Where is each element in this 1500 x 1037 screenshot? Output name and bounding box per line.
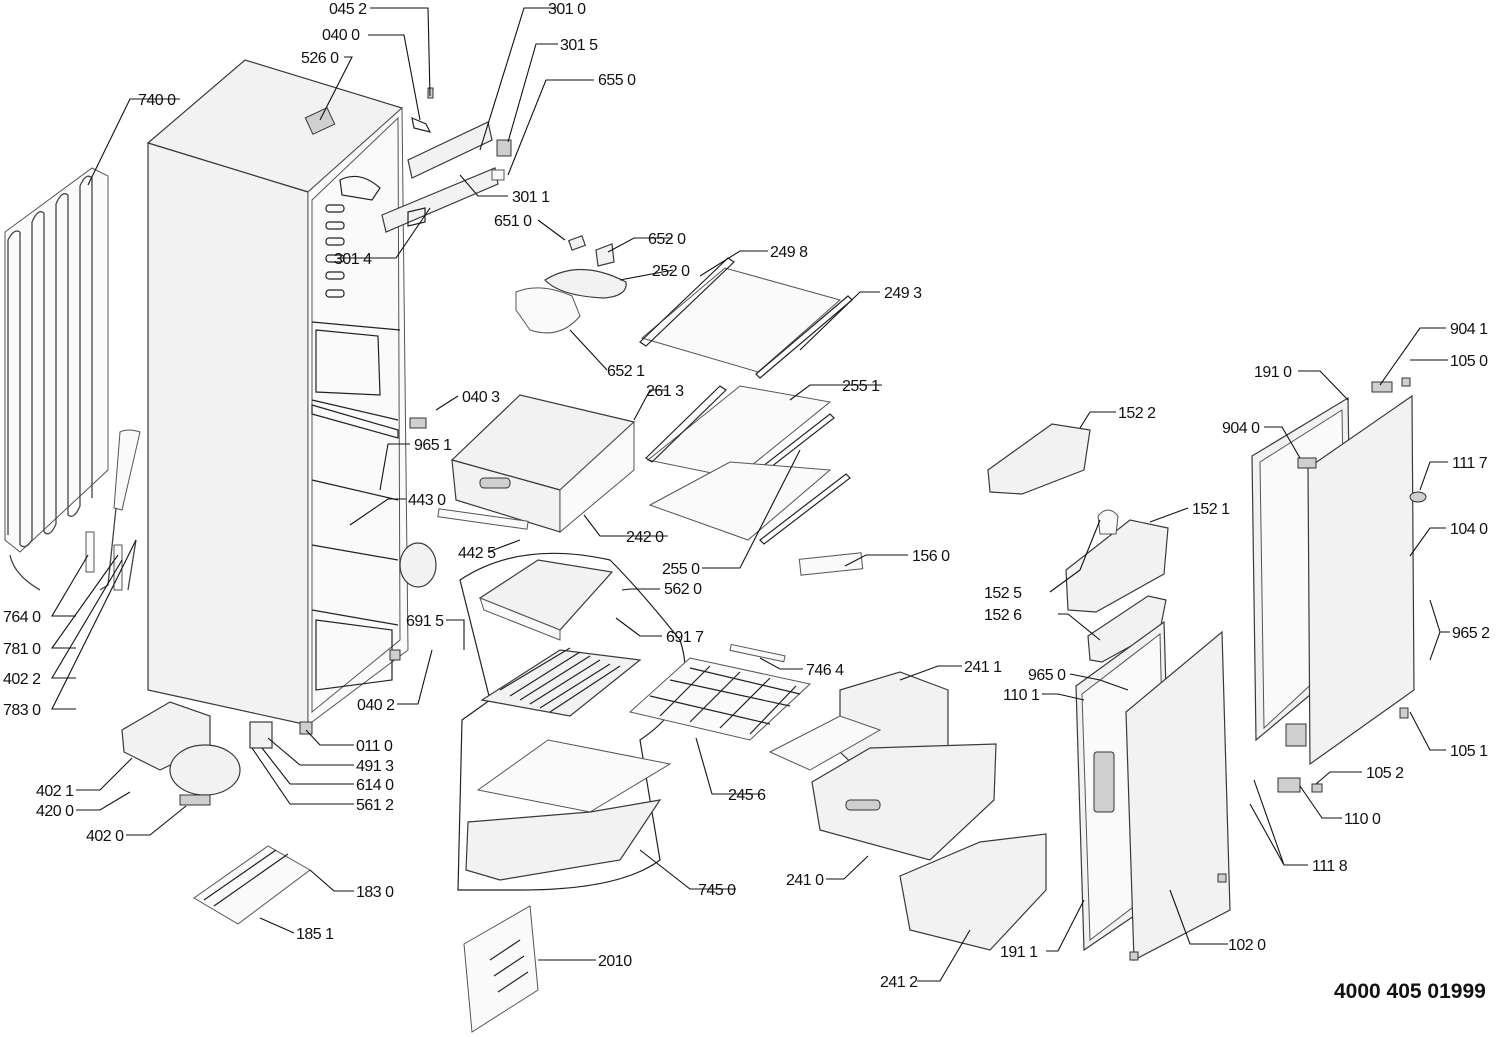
door-panel-icon	[1075, 620, 1231, 961]
label-965-0: 965 0	[1028, 667, 1066, 684]
label-402-0: 402 0	[86, 828, 124, 845]
label-152-1: 152 1	[1192, 501, 1230, 518]
label-156-0: 156 0	[912, 548, 950, 565]
label-111-7: 111 7	[1452, 455, 1488, 472]
door-bin-icon	[798, 423, 1169, 663]
label-110-1: 110 1	[1003, 687, 1040, 704]
label-241-0: 241 0	[786, 872, 824, 889]
label-105-0: 105 0	[1450, 353, 1488, 370]
document-number: 4000 405 01999	[1334, 980, 1486, 1003]
label-242-0: 242 0	[626, 529, 664, 546]
label-655-0: 655 0	[598, 72, 636, 89]
label-255-1: 255 1	[842, 378, 880, 395]
label-614-0: 614 0	[356, 777, 394, 794]
label-301-4: 301 4	[334, 251, 372, 268]
lamp-assembly-icon	[515, 235, 627, 334]
label-249-8: 249 8	[770, 244, 808, 261]
glass-shelf-icon	[639, 257, 853, 545]
label-402-1: 402 1	[36, 783, 74, 800]
label-261-3: 261 3	[646, 383, 684, 400]
label-185-1: 185 1	[296, 926, 334, 943]
label-651-0: 651 0	[494, 213, 532, 230]
label-402-2: 402 2	[3, 671, 41, 688]
label-040-2: 040 2	[357, 697, 395, 714]
label-691-7: 691 7	[666, 629, 704, 646]
label-745-0: 745 0	[698, 882, 736, 899]
label-110-0: 110 0	[1344, 811, 1381, 828]
leader-lines	[50, 7, 1450, 982]
label-562-0: 562 0	[664, 581, 702, 598]
label-152-6: 152 6	[984, 607, 1022, 624]
label-111-8: 111 8	[1312, 858, 1348, 875]
compressor-icon	[121, 701, 311, 925]
label-691-5: 691 5	[406, 613, 444, 630]
label-152-5: 152 5	[984, 585, 1022, 602]
freezer-drawer-icon	[768, 671, 1047, 951]
label-152-2: 152 2	[1118, 405, 1156, 422]
refrigerator-cabinet-icon	[146, 59, 437, 735]
label-526-0: 526 0	[301, 50, 339, 67]
label-040-3: 040 3	[462, 389, 500, 406]
label-561-2: 561 2	[356, 797, 394, 814]
control-panel-icon	[381, 87, 512, 233]
label-904-0: 904 0	[1222, 420, 1260, 437]
label-245-6: 245 6	[728, 787, 766, 804]
label-301-1: 301 1	[512, 189, 550, 206]
label-045-2: 045 2	[329, 1, 367, 18]
label-301-5: 301 5	[560, 37, 598, 54]
label-2010: 2010	[598, 953, 632, 970]
label-443-0: 443 0	[408, 492, 446, 509]
label-740-0: 740 0	[138, 92, 176, 109]
label-102-0: 102 0	[1228, 937, 1266, 954]
label-104-0: 104 0	[1450, 521, 1488, 538]
label-252-0: 252 0	[652, 263, 690, 280]
label-652-0: 652 0	[648, 231, 686, 248]
label-105-1: 105 1	[1450, 743, 1488, 760]
crisper-drawer-icon	[409, 394, 636, 534]
label-301-0: 301 0	[548, 1, 586, 18]
label-105-2: 105 2	[1366, 765, 1404, 782]
label-241-1: 241 1	[964, 659, 1002, 676]
label-011-0: 011 0	[356, 738, 393, 755]
condenser-coil-icon	[4, 167, 109, 591]
label-241-2: 241 2	[880, 974, 918, 991]
label-255-0: 255 0	[662, 561, 700, 578]
label-183-0: 183 0	[356, 884, 394, 901]
label-783-0: 783 0	[3, 702, 41, 719]
label-746-4: 746 4	[806, 662, 844, 679]
rear-shroud-icon	[463, 905, 539, 1033]
label-491-3: 491 3	[356, 758, 394, 775]
label-191-1: 191 1	[1000, 944, 1038, 961]
label-781-0: 781 0	[3, 641, 41, 658]
label-904-1: 904 1	[1450, 321, 1488, 338]
part-labels: 045 2 040 0 526 0 301 0 301 5 655 0 740 …	[3, 1, 1491, 1003]
label-764-0: 764 0	[3, 609, 41, 626]
label-249-3: 249 3	[884, 285, 922, 302]
label-652-1: 652 1	[607, 363, 645, 380]
label-442-5: 442 5	[458, 545, 496, 562]
label-040-0: 040 0	[322, 27, 360, 44]
wire-shelf-icon	[628, 643, 812, 741]
label-965-2: 965 2	[1452, 625, 1490, 642]
label-420-0: 420 0	[36, 803, 74, 820]
label-191-0: 191 0	[1254, 364, 1292, 381]
label-965-1: 965 1	[414, 437, 452, 454]
evaporator-assembly-icon	[457, 552, 686, 891]
upper-door-icon	[1251, 377, 1427, 793]
